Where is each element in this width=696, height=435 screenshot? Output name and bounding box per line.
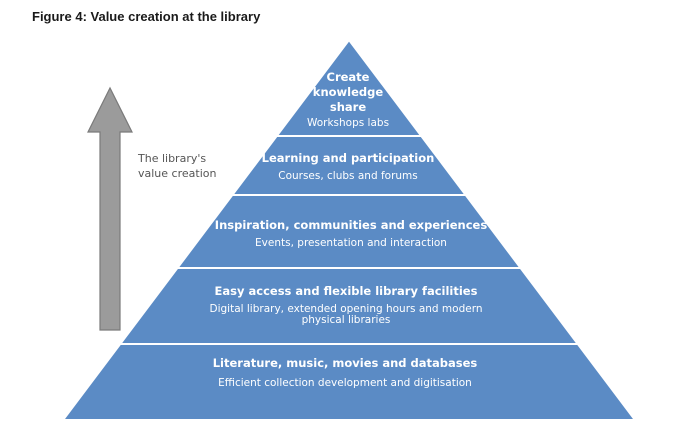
- layer-1-title-line1: Create: [326, 70, 370, 84]
- value-creation-label: The library's value creation: [138, 151, 216, 181]
- layer-3-text: Inspiration, communities and experiences…: [201, 218, 501, 249]
- layer-5-text: Literature, music, movies and databases …: [175, 356, 515, 389]
- layer-1-text: Create knowledge share Workshops labs: [307, 70, 389, 129]
- layer-4-subtitle-line1: Digital library, extended opening hours …: [209, 303, 483, 315]
- layer-2-text: Learning and participation Courses, club…: [262, 151, 435, 182]
- value-creation-label-line1: The library's: [138, 152, 207, 165]
- value-creation-label-line2: value creation: [138, 167, 217, 180]
- layer-5-subtitle: Efficient collection development and dig…: [218, 377, 472, 389]
- pyramid-layer-5: [60, 343, 638, 421]
- layer-3-subtitle: Events, presentation and interaction: [255, 237, 447, 249]
- layer-2-subtitle: Courses, clubs and forums: [278, 170, 418, 182]
- layer-4-title: Easy access and flexible library facilit…: [214, 284, 478, 298]
- figure-title: Figure 4: Value creation at the library: [32, 9, 261, 24]
- layer-4-text: Easy access and flexible library facilit…: [186, 284, 506, 326]
- layer-2-title: Learning and participation: [261, 151, 435, 165]
- layer-3-title: Inspiration, communities and experiences: [214, 218, 488, 232]
- layer-4-subtitle-line2: physical libraries: [301, 314, 391, 326]
- layer-1-title-line3: share: [329, 100, 367, 114]
- layer-1-title-line2: knowledge: [312, 85, 384, 99]
- value-arrow-icon: [87, 86, 133, 331]
- layer-1-subtitle: Workshops labs: [306, 117, 390, 129]
- layer-5-title: Literature, music, movies and databases: [212, 356, 478, 370]
